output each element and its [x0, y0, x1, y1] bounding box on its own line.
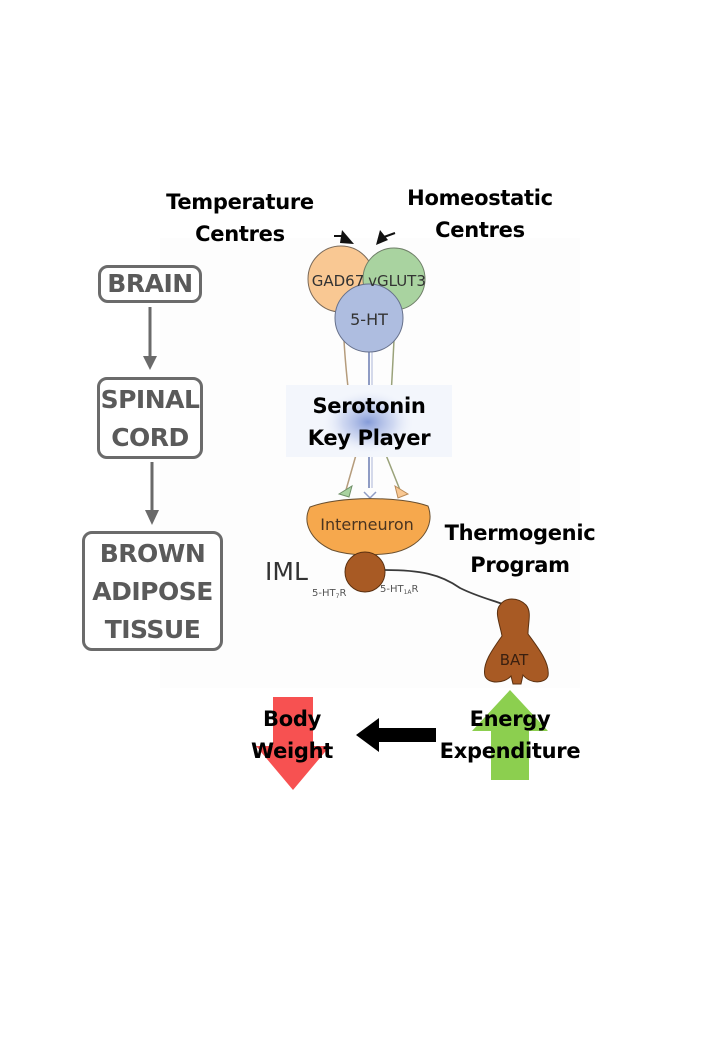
iml-text: IML — [265, 557, 308, 586]
spinal-to-bat-arrow — [145, 462, 159, 525]
vglut3-text: vGLUT3 — [368, 272, 426, 290]
serotonin-glow — [322, 390, 414, 454]
receptor-right-text: 5-HT1AR — [380, 584, 419, 596]
orange-terminal — [394, 484, 410, 499]
interneuron-text: Interneuron — [320, 515, 414, 534]
bat-tissue — [483, 598, 549, 685]
gad67-text: GAD67 — [312, 272, 365, 290]
tissue-label: TISSUE — [104, 615, 201, 644]
causal-left-arrow — [356, 718, 436, 752]
homeostatic-input-arrow — [376, 230, 396, 245]
body-weight-down-arrow — [256, 697, 330, 790]
energy-up-arrow — [472, 690, 548, 780]
thermogenic-program-label: Thermogenic Program — [444, 521, 596, 577]
cord-label: CORD — [111, 423, 189, 452]
spinal-label: SPINAL — [100, 385, 200, 414]
brain-to-spinal-arrow — [143, 307, 157, 370]
green-terminal — [337, 484, 353, 498]
nerve-to-bat — [384, 569, 508, 607]
brain-label: BRAIN — [107, 269, 193, 298]
brown-adipose-tissue-box: BROWN ADIPOSE TISSUE — [82, 531, 223, 651]
spinal-cord-box: SPINAL CORD — [97, 377, 203, 459]
interneuron-cell — [306, 498, 431, 556]
ht5-cell — [334, 283, 404, 353]
brown-label: BROWN — [99, 539, 206, 568]
bat-text: BAT — [500, 651, 529, 669]
iml-cell — [344, 551, 386, 593]
ht5-text: 5-HT — [350, 310, 388, 329]
homeostatic-centres-label: Homeostatic Centres — [407, 186, 553, 242]
energy-expenditure-label: Energy Expenditure — [439, 707, 581, 763]
blue-terminal — [363, 491, 377, 500]
adipose-label: ADIPOSE — [92, 577, 213, 606]
brain-box: BRAIN — [98, 265, 202, 303]
serotonin-key-player-label: Serotonin Key Player — [307, 394, 431, 450]
temperature-centres-label: Temperature Centres — [166, 190, 314, 246]
temperature-input-arrow — [334, 230, 354, 244]
body-weight-label: Body Weight — [250, 707, 334, 763]
receptor-left-text: 5-HT7R — [312, 588, 346, 600]
